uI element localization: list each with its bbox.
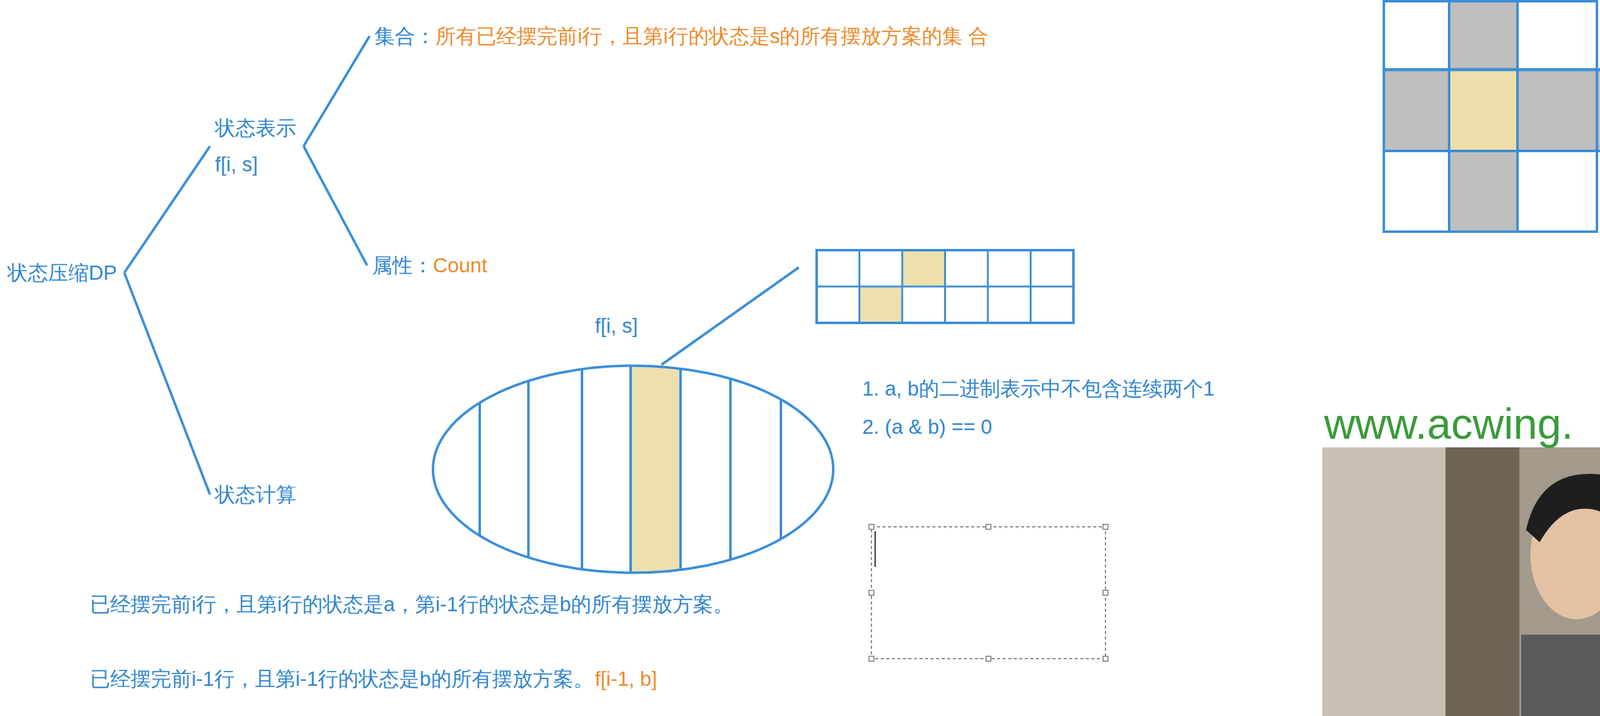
- leader-line: [661, 267, 799, 365]
- grid-line: [1516, 0, 1519, 233]
- tree-connector: [303, 36, 370, 147]
- webcam-view: [1322, 447, 1600, 716]
- node-text: 状态表示: [214, 115, 297, 141]
- webcam-wall: [1322, 447, 1446, 716]
- note-text: 已经摆完前i行，且第i行的状态是a，第i-1行的状态是b的所有摆放方案。: [89, 591, 734, 617]
- node-text: 属性：: [371, 253, 433, 277]
- grid-line: [901, 250, 904, 323]
- tree-node: 状态压缩DP: [4, 258, 120, 287]
- node-text: 状态计算: [214, 482, 297, 506]
- handle: [868, 524, 874, 530]
- grid-line: [858, 250, 861, 323]
- grid-line: [987, 250, 990, 323]
- dashed-frame: [871, 526, 1106, 659]
- column-line: [779, 307, 783, 574]
- watermark: www.acwing.: [1324, 400, 1574, 448]
- grid-line: [1447, 0, 1451, 233]
- text-cursor: [874, 530, 876, 567]
- grid-cell-gray: [1382, 69, 1450, 151]
- webcam-person-body: [1521, 634, 1600, 716]
- grid-line: [1382, 68, 1600, 72]
- note-text: 2. (a & b) == 0: [862, 413, 993, 440]
- handle: [985, 655, 991, 661]
- column-line: [679, 307, 682, 574]
- node-text: f[i, s]: [214, 151, 297, 177]
- handle: [868, 655, 874, 661]
- grid-cell-gray: [1449, 0, 1518, 70]
- cross-grid: [1382, 0, 1600, 233]
- node-text: 所有已经摆完前i行，且第i行的状态是s的所有摆放方案的集 合: [435, 24, 989, 48]
- handle: [1103, 655, 1108, 661]
- grid-frame: [816, 250, 1074, 323]
- node-text: Count: [432, 253, 488, 277]
- ellipse-inner: [479, 307, 781, 574]
- tree-node: 状态表示 f[i, s]: [212, 113, 299, 179]
- highlighted-column: [630, 307, 681, 574]
- column-line: [580, 307, 584, 574]
- column-line: [527, 307, 530, 574]
- node-text: 集合：: [374, 24, 436, 48]
- tree-connector: [124, 272, 211, 495]
- note-text: 已经摆完前i-1行，且第i-1行的状态是b的所有摆放方案。: [89, 665, 594, 691]
- handle: [868, 589, 874, 595]
- grid-cell-center: [1449, 69, 1518, 151]
- grid-cell-gray: [1517, 69, 1600, 151]
- grid-cell-gray: [1449, 150, 1518, 233]
- grid-line: [944, 250, 946, 323]
- ellipse-shape: [431, 307, 835, 574]
- handle: [985, 524, 991, 530]
- handle: [1103, 524, 1108, 530]
- node-text: 状态压缩DP: [7, 261, 118, 284]
- grid-line: [1029, 250, 1032, 323]
- grid-cell-highlight: [859, 286, 903, 323]
- row-grid: [816, 250, 1074, 323]
- handle: [1103, 589, 1108, 595]
- grid-frame: [1383, 1, 1597, 232]
- column-line: [729, 307, 732, 574]
- note-text: 1. a, b的二进制表示中不包含连续两个1: [862, 375, 1215, 401]
- tree-node: 集合：所有已经摆完前i行，且第i行的状态是s的所有摆放方案的集 合: [371, 22, 991, 50]
- note-text: f[i-1, b]: [594, 665, 658, 691]
- node-text: f[i, s]: [594, 312, 639, 339]
- ellipse-node: f[i, s]: [431, 307, 835, 574]
- state-set-ellipse: [432, 365, 834, 573]
- tree-node: 状态计算: [212, 480, 299, 509]
- webcam-person-hair: [1526, 473, 1600, 542]
- grid-cell-highlight: [902, 250, 946, 287]
- selection-box: [868, 524, 1108, 661]
- tree-connector: [124, 145, 211, 273]
- grid-line: [1382, 149, 1600, 153]
- tree-node: 属性：Count: [369, 251, 490, 279]
- webcam-door: [1445, 447, 1520, 716]
- tree-connector: [303, 145, 368, 265]
- column-line: [629, 307, 632, 574]
